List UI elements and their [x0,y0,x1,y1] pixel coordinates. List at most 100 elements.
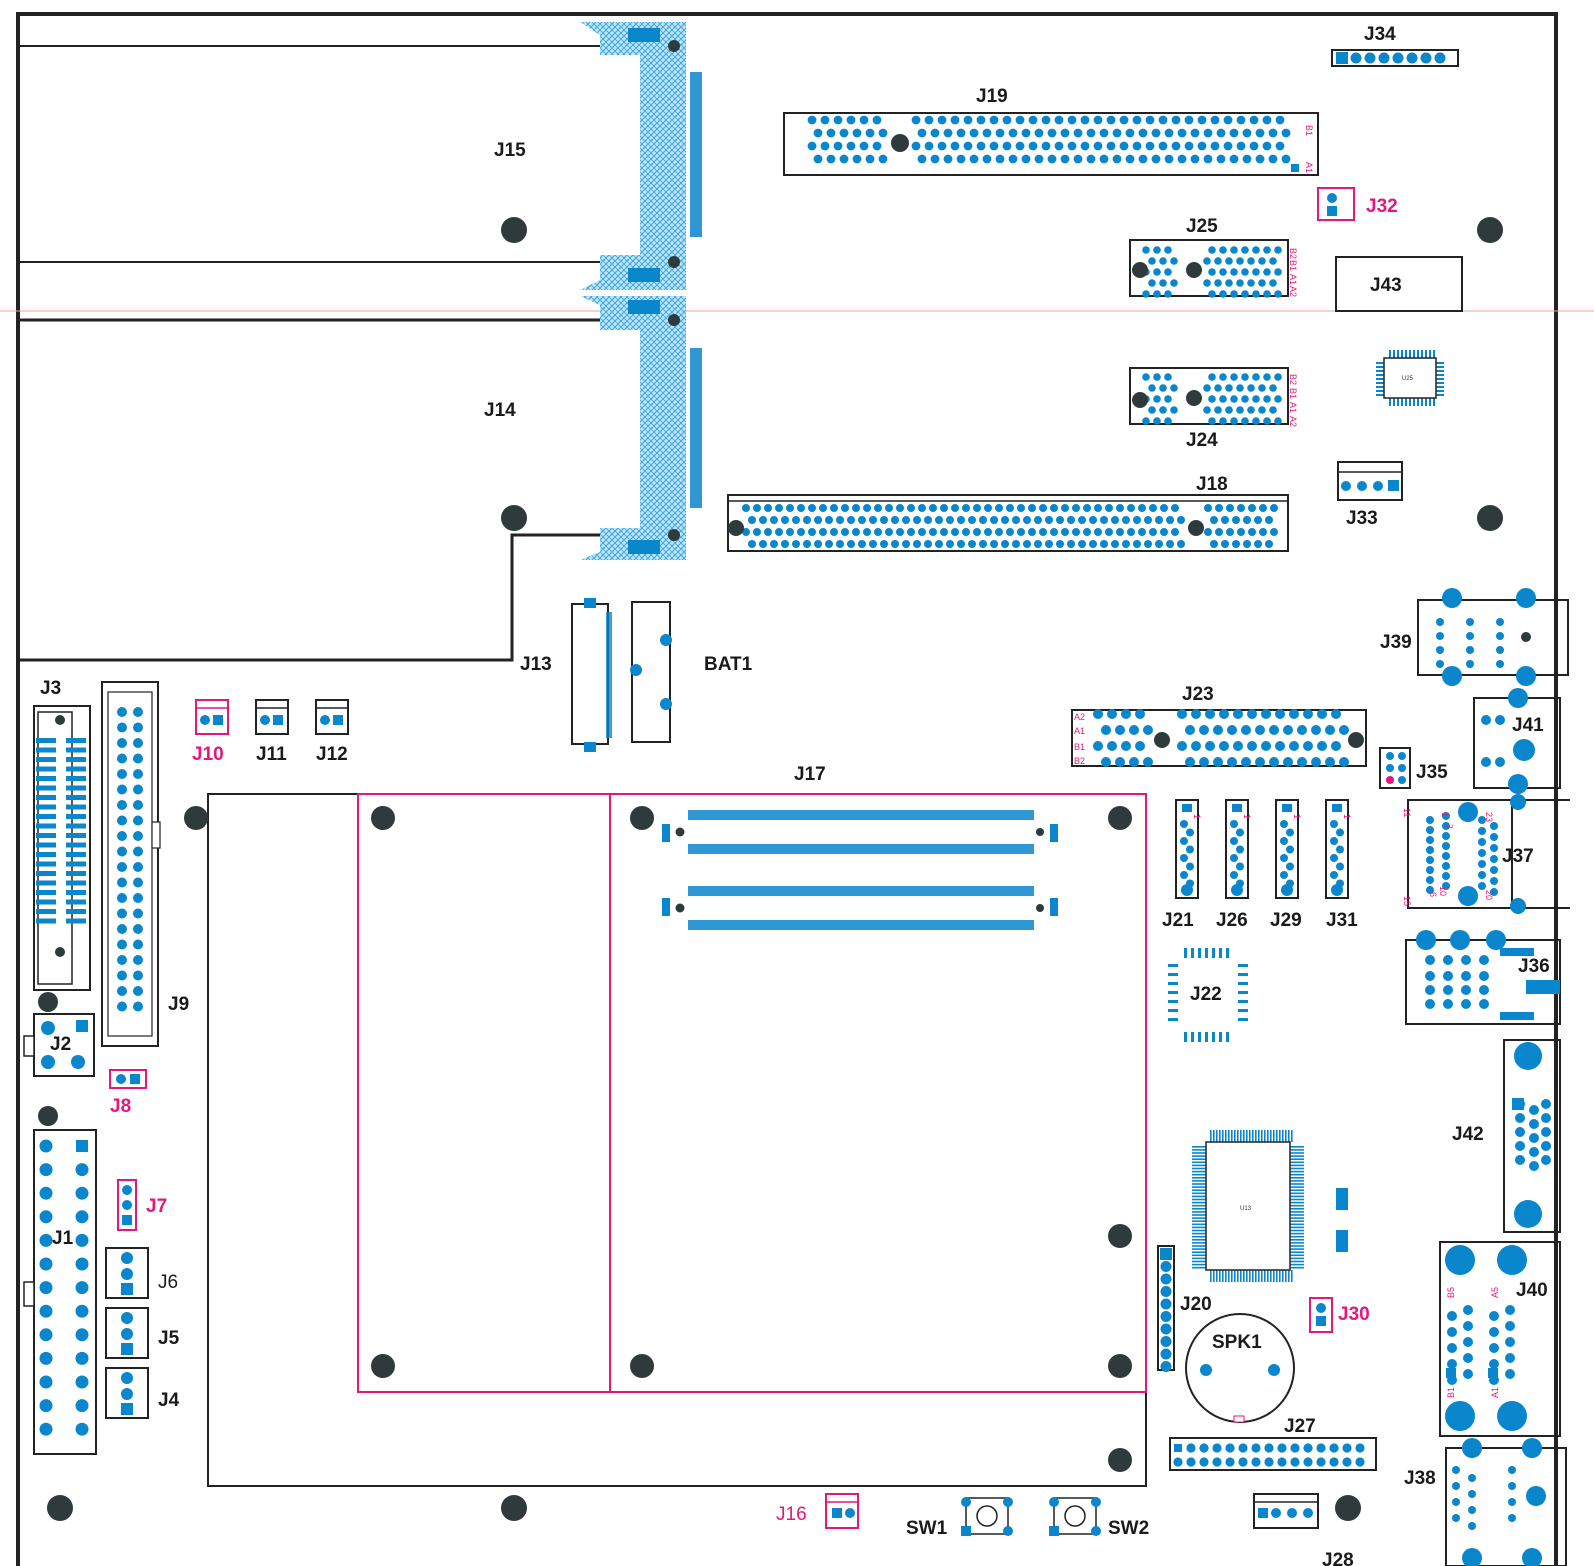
pin-pad [1215,528,1223,536]
pin-pad [1317,709,1327,719]
pin-pad [1426,866,1434,874]
pin-pad [1144,540,1152,548]
pin-pad [1269,384,1277,392]
pin-pad [1280,837,1288,845]
J39-label: J39 [1380,632,1412,653]
pin-pad [1311,757,1321,767]
pin-pad [1290,1208,1304,1210]
pin-pad [133,955,143,965]
svg-text:A1: A1 [1288,274,1298,285]
pin-pad [962,528,970,536]
pin-pad [1331,709,1341,719]
pin-pad [1015,141,1025,151]
U25-label: U25 [1402,376,1414,382]
pin-pad [1219,246,1227,254]
J42-connector: J42 [1452,1039,1561,1233]
pin-pad [1168,991,1178,994]
pin-pad [1164,373,1172,381]
pin-pad [36,899,56,905]
pin-pad [1249,115,1259,125]
J5-label: J5 [158,1328,180,1349]
pin-pad [885,528,893,536]
pin-pad [75,1304,89,1318]
pin-pad [1045,516,1053,524]
pin-pad [117,970,127,981]
pin-pad [1355,1457,1365,1467]
pin-pad [1127,504,1135,512]
pin-pad [1067,115,1077,125]
pin-pad [1238,1000,1248,1003]
pin-pad [951,504,959,512]
pin-pad [133,893,143,903]
pin-pad [133,924,143,934]
pin-pad [786,504,794,512]
pin-pad [1417,398,1419,406]
pin-pad [1255,154,1265,164]
pin-pad [1241,757,1251,767]
pin-pad [1083,528,1091,536]
pin-pad [1192,1266,1206,1269]
pin-pad [1237,1270,1239,1282]
pin-pad [36,842,56,848]
pin-pad [1436,382,1444,384]
pin-pad [36,757,56,762]
pin-pad [1478,849,1486,857]
pin-pad [1290,1266,1304,1269]
pin-pad [1106,141,1116,151]
svg-text:1: 1 [1342,814,1352,819]
pin-pad [1056,540,1064,548]
pin-pad [1463,1369,1473,1379]
pin-pad [979,540,987,548]
pin-pad [1529,1133,1539,1143]
J39-connector: J39 [1380,588,1569,686]
pin-pad [1269,406,1277,414]
pin-pad [39,1210,53,1224]
pin-pad [1409,398,1411,406]
J1-label: J1 [52,1228,74,1249]
pin-pad [36,804,56,810]
pin-pad [1258,1270,1260,1282]
pin-pad [1199,725,1209,735]
pin-pad [75,1281,89,1295]
pin-pad [1199,1457,1209,1467]
pin-pad [989,141,999,151]
pin-pad [956,154,966,164]
svg-text:A1: A1 [1490,1387,1500,1398]
pin-pad [943,128,953,138]
pin-pad [836,516,844,524]
pin-pad [1132,141,1142,151]
pin-pad [1478,816,1486,824]
J15-module: J15 [17,22,702,290]
pin-pad [1290,1235,1304,1238]
pin-pad [917,128,927,138]
pin-pad [1291,164,1299,172]
J12-label: J12 [316,744,348,765]
J30-label: J30 [1338,1304,1370,1325]
pin-pad [742,504,750,512]
pin-pad [1290,1183,1304,1185]
pin-pad [1192,1220,1206,1222]
pin-pad [1243,516,1251,524]
pin-pad [1213,757,1223,767]
pin-pad [1290,1155,1304,1157]
pin-pad [1249,141,1259,151]
pin-pad [1243,540,1251,548]
pin-pad [1203,257,1211,265]
pin-pad [1490,844,1498,852]
pin-pad [1177,128,1187,138]
pin-pad [859,115,869,125]
pin-pad [770,516,778,524]
pin-pad [1247,257,1255,265]
pin-pad [1267,1130,1269,1142]
pin-pad [1263,246,1271,254]
pin-pad [1290,1226,1304,1229]
pin-pad [117,862,127,872]
pin-pad [1197,141,1207,151]
pin-pad [1325,757,1335,767]
mount-hole [501,1495,527,1521]
pin-pad [1329,1457,1339,1467]
pin-pad [1190,154,1200,164]
pin-pad [1138,128,1148,138]
pin-pad [75,1210,89,1224]
pin-pad [1336,828,1344,837]
